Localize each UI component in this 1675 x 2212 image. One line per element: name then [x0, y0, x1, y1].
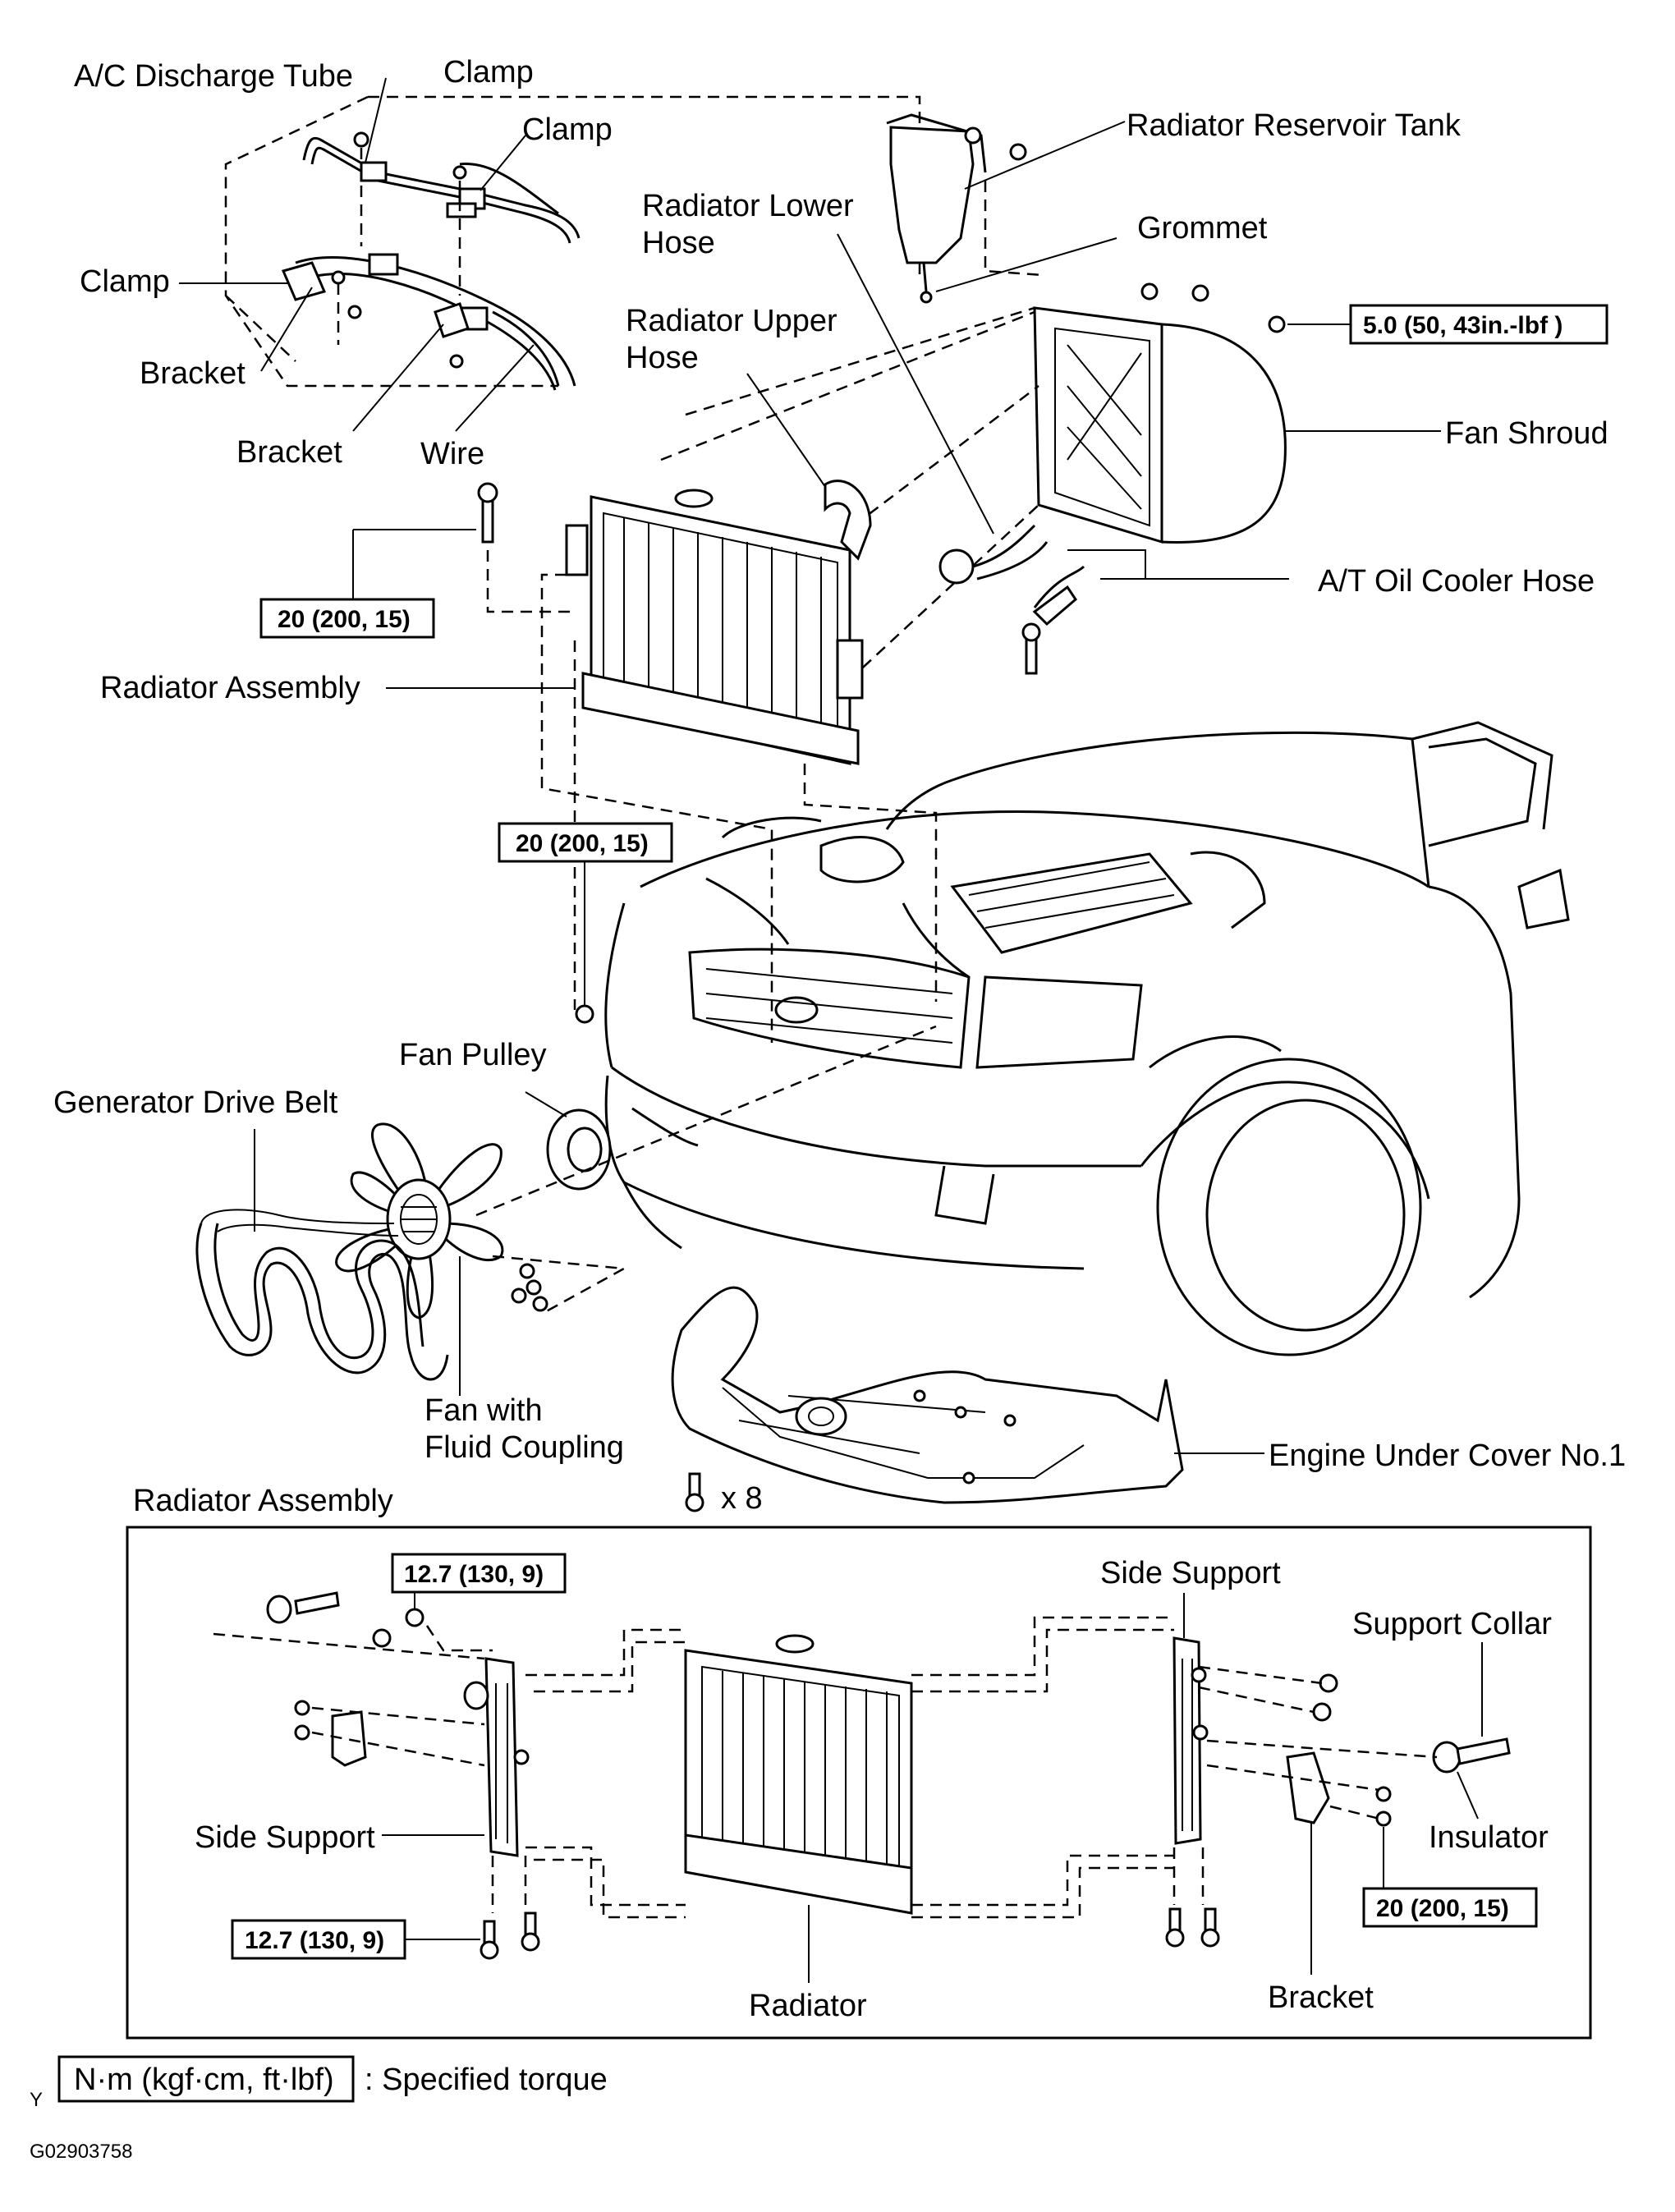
- torque-inset-right: 20 (200, 15): [1376, 1895, 1509, 1922]
- torque-upper-bolt: 20 (200, 15): [278, 606, 411, 633]
- label-radiator-assembly: Radiator Assembly: [100, 671, 360, 705]
- torque-shroud: 5.0 (50, 43in.-lbf ): [1363, 312, 1563, 339]
- upper-bolt: [477, 482, 575, 613]
- label-clamp-top: Clamp: [443, 55, 534, 89]
- label-bracket-inset: Bracket: [1268, 1980, 1374, 2015]
- generator-drive-belt: [195, 1209, 449, 1381]
- inset-radiator: [684, 1634, 913, 1915]
- label-insulator: Insulator: [1429, 1820, 1549, 1855]
- torque-inset-bottom: 12.7 (130, 9): [245, 1927, 384, 1954]
- label-support-collar: Support Collar: [1352, 1607, 1552, 1641]
- label-at-oil-cooler-hose: A/T Oil Cooler Hose: [1318, 564, 1595, 599]
- label-fluid-coupling-l2: Fluid Coupling: [424, 1430, 624, 1465]
- label-side-support-right: Side Support: [1100, 1556, 1281, 1590]
- engine-under-cover: [671, 1286, 1184, 1504]
- truck-body: [604, 721, 1570, 1356]
- inset-frame: [126, 1526, 1592, 2040]
- torque-legend: Y N·m (kgf·cm, ft·lbf) : Specified torqu…: [30, 2055, 608, 2111]
- label-grommet: Grommet: [1137, 211, 1268, 246]
- label-radiator-lower-hose-l2: Hose: [642, 226, 715, 260]
- label-fan-pulley: Fan Pulley: [399, 1038, 547, 1072]
- legend-text: : Specified torque: [365, 2063, 608, 2097]
- label-bolt-count: x 8: [721, 1481, 763, 1516]
- label-wire: Wire: [420, 437, 484, 471]
- torque-inset-top: 12.7 (130, 9): [404, 1561, 544, 1588]
- label-fan-shroud: Fan Shroud: [1445, 416, 1608, 451]
- label-ac-discharge-tube: A/C Discharge Tube: [74, 59, 353, 94]
- torque-lower-bolt: 20 (200, 15): [516, 830, 649, 857]
- label-bracket-lower: Bracket: [236, 435, 342, 470]
- label-radiator-upper-hose-l2: Hose: [626, 341, 699, 375]
- top-left-leaders: [179, 77, 535, 432]
- ac-tube-group: [224, 95, 921, 391]
- label-radiator-lower-hose-l1: Radiator Lower: [642, 189, 854, 223]
- legend-marker: Y: [30, 2089, 43, 2111]
- fan-with-fluid-coupling: [335, 1122, 628, 1319]
- legend-unit-box: N·m (kgf·cm, ft·lbf): [74, 2063, 334, 2097]
- reservoir-tank: [886, 113, 1044, 304]
- label-clamp-left: Clamp: [80, 264, 170, 299]
- label-radiator-reservoir-tank: Radiator Reservoir Tank: [1127, 108, 1462, 143]
- label-engine-under-cover: Engine Under Cover No.1: [1269, 1439, 1626, 1473]
- inset-title: Radiator Assembly: [133, 1484, 393, 1518]
- label-side-support-left: Side Support: [195, 1820, 375, 1855]
- label-generator-drive-belt: Generator Drive Belt: [53, 1085, 338, 1120]
- figure-code: G02903758: [30, 2141, 132, 2163]
- label-radiator: Radiator: [749, 1989, 867, 2023]
- radiator-assembly-main: [565, 489, 864, 765]
- label-bracket-upper: Bracket: [140, 356, 246, 391]
- label-fan-with-l1: Fan with: [424, 1393, 543, 1428]
- fan-pulley: [546, 1108, 612, 1191]
- label-clamp-right: Clamp: [522, 112, 613, 147]
- fan-shroud: [1033, 282, 1287, 544]
- inset-side-support-right: [911, 1616, 1511, 1948]
- inset-side-support-left: [213, 1591, 686, 1960]
- label-radiator-upper-hose-l1: Radiator Upper: [626, 304, 838, 338]
